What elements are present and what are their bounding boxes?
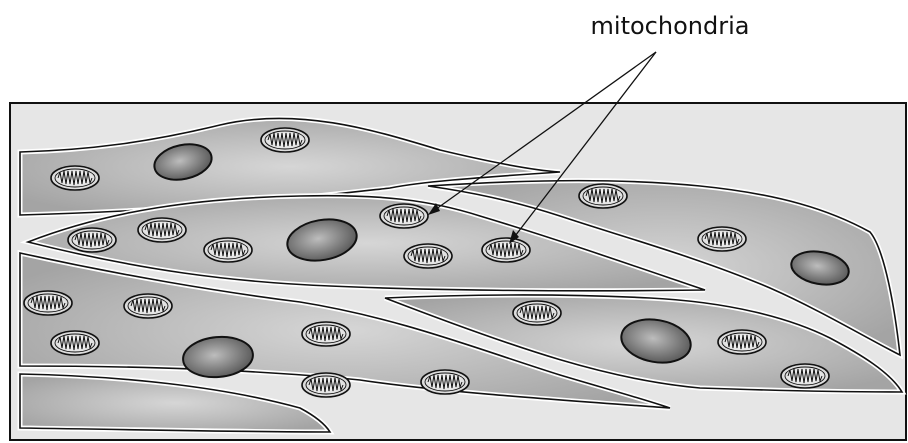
mitochondrion <box>404 244 452 268</box>
mitochondrion <box>261 128 309 152</box>
mitochondrion <box>513 301 561 325</box>
mitochondrion <box>482 238 530 262</box>
mitochondrion <box>302 373 350 397</box>
mitochondrion <box>302 322 350 346</box>
mitochondrion <box>204 238 252 262</box>
mitochondrion <box>24 291 72 315</box>
mitochondrion <box>579 184 627 208</box>
mitochondrion <box>380 204 428 228</box>
mitochondrion <box>68 228 116 252</box>
mitochondrion <box>781 364 829 388</box>
mitochondrion <box>421 370 469 394</box>
mitochondrion <box>51 166 99 190</box>
mitochondrion <box>698 227 746 251</box>
mitochondrion <box>124 294 172 318</box>
mitochondrion <box>51 331 99 355</box>
mitochondrion <box>138 218 186 242</box>
mitochondrion <box>718 330 766 354</box>
